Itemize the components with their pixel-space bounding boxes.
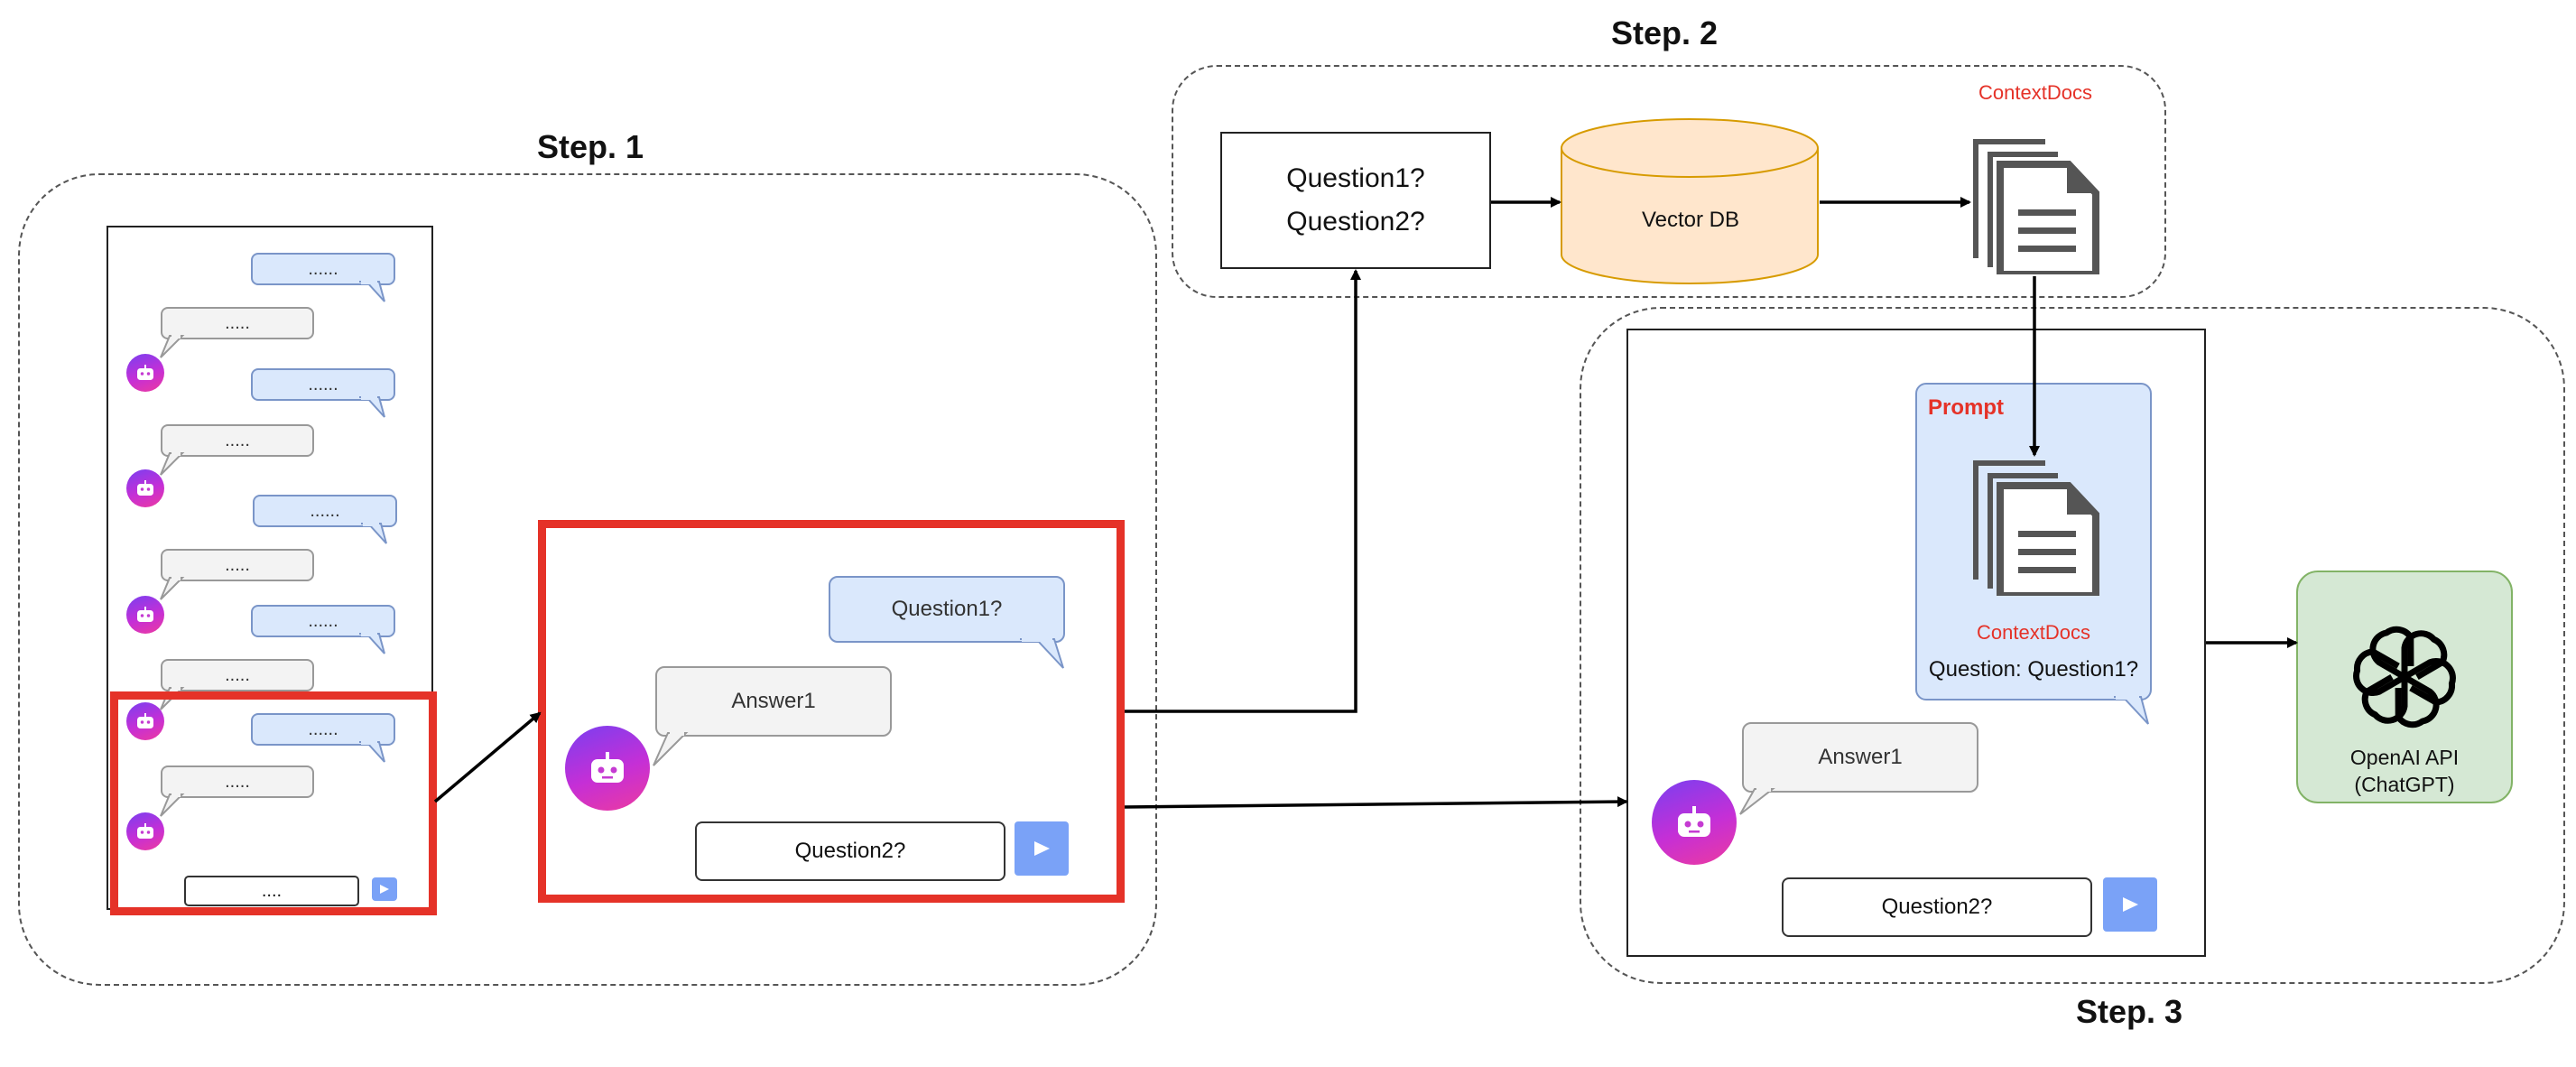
chat-history-input-value: .... <box>261 880 283 901</box>
send-arrow-icon <box>380 885 389 894</box>
history-user-bubble-text: ...... <box>308 374 338 394</box>
step2-context-docs-label: ContextDocs <box>1978 81 2092 104</box>
questions-line2: Question2? <box>1286 207 1425 237</box>
bot-avatar-icon <box>137 823 153 839</box>
openai-label-line1: OpenAI API <box>2349 746 2460 769</box>
history-user-bubble-text: ...... <box>308 719 338 739</box>
history-user-bubble: ...... <box>251 253 395 302</box>
bot-avatar-icon <box>1678 806 1710 837</box>
chat-history-input[interactable]: .... <box>184 876 359 906</box>
step1-title: Step. 1 <box>537 128 644 165</box>
step3-chat-input[interactable]: Question2? <box>1782 877 2092 937</box>
bot-avatar-icon <box>591 752 624 783</box>
history-bot-bubble-text: ..... <box>225 554 250 575</box>
zoom-answer1-text: Answer1 <box>731 689 816 713</box>
history-bot-bubble-text: ..... <box>225 430 250 450</box>
history-bot-bubble: ..... <box>160 765 314 817</box>
chat-history-highlight <box>110 691 437 915</box>
questions-box: Question1? Question2? <box>1220 132 1491 269</box>
prompt-context-docs-label: ContextDocs <box>1977 621 2090 644</box>
zoom-chat-input[interactable]: Question2? <box>695 821 1005 881</box>
step3-chat-input-value: Question2? <box>1881 895 1993 919</box>
history-bot-bubble-text: ..... <box>225 312 250 333</box>
step3-answer1-bubble: Answer1 <box>1739 722 1978 815</box>
zoom-chat-input-value: Question2? <box>794 839 906 863</box>
history-bot-avatar <box>126 596 164 634</box>
prompt-label: Prompt <box>1928 395 2004 420</box>
history-bot-bubble: ..... <box>160 424 314 476</box>
bot-avatar-icon <box>137 607 153 622</box>
document-stack-icon <box>1973 139 2099 274</box>
arrow-zoom-to-questions <box>1125 269 1361 713</box>
history-bot-avatar <box>126 812 164 850</box>
step3-title: Step. 3 <box>2076 993 2183 1030</box>
history-bot-bubble: ..... <box>160 659 314 710</box>
step3-group <box>1580 307 2565 984</box>
bot-avatar-icon <box>137 713 153 728</box>
zoom-bot-avatar <box>565 726 650 811</box>
send-arrow-icon <box>2123 897 2138 912</box>
step2-group <box>1172 65 2166 298</box>
history-bot-bubble: ..... <box>160 307 314 358</box>
history-bot-bubble: ..... <box>160 549 314 600</box>
history-user-bubble: ...... <box>251 605 395 654</box>
step3-answer1-text: Answer1 <box>1818 745 1903 769</box>
history-user-bubble-text: ...... <box>308 610 338 631</box>
send-arrow-icon <box>1034 841 1050 856</box>
zoom-chat-send-button[interactable] <box>1015 821 1069 876</box>
bot-avatar-icon <box>137 480 153 496</box>
zoomed-chat-panel <box>538 520 1125 903</box>
step3-chat-send-button[interactable] <box>2103 877 2157 932</box>
history-bot-avatar <box>126 702 164 740</box>
prompt-question-line: Question: Question1? <box>1928 657 2139 682</box>
openai-label-line2: (ChatGPT) <box>2354 773 2455 796</box>
arrow-zoom-to-step3 <box>1124 796 1628 809</box>
openai-api-box <box>2296 571 2513 803</box>
chat-history-send-button[interactable] <box>372 877 397 901</box>
step2-title: Step. 2 <box>1611 14 1719 51</box>
step3-bot-avatar <box>1652 780 1737 865</box>
history-bot-bubble-text: ..... <box>225 664 250 685</box>
zoom-question1-bubble: Question1? <box>829 576 1065 669</box>
history-user-bubble-text: ...... <box>308 258 338 279</box>
database-cylinder-icon <box>1561 118 1819 284</box>
history-user-bubble-text: ...... <box>310 500 340 521</box>
zoom-answer1-bubble: Answer1 <box>653 666 892 766</box>
history-bot-avatar <box>126 469 164 507</box>
history-user-bubble: ...... <box>251 368 395 418</box>
bot-avatar-icon <box>137 365 153 380</box>
history-user-bubble: ...... <box>253 495 397 544</box>
questions-line1: Question1? <box>1286 163 1425 193</box>
history-bot-bubble-text: ..... <box>225 771 250 792</box>
history-user-bubble: ...... <box>251 713 395 763</box>
zoom-question1-text: Question1? <box>891 597 1003 621</box>
document-stack-icon <box>1973 460 2099 596</box>
history-bot-avatar <box>126 354 164 392</box>
openai-logo-icon <box>2352 625 2457 729</box>
vector-db-label: Vector DB <box>1641 208 1740 232</box>
